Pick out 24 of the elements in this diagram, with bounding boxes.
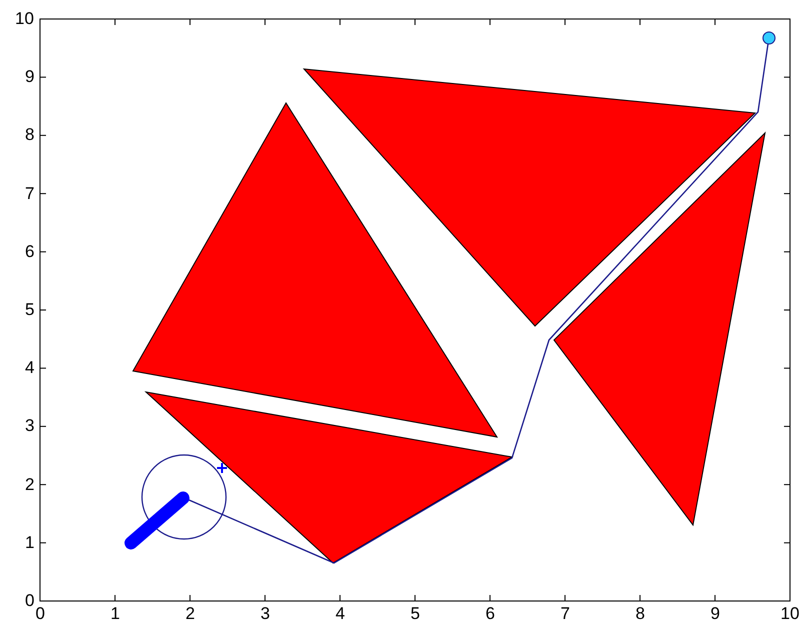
tick-label: 5 — [25, 301, 34, 319]
tick-label: 1 — [25, 534, 34, 552]
tick-label: 2 — [25, 476, 34, 494]
tick-label: 0 — [36, 605, 45, 623]
tick-label: 10 — [780, 605, 800, 623]
tick-label: 4 — [25, 359, 34, 378]
tick-label: 5 — [410, 605, 420, 623]
tick-label: 9 — [710, 605, 720, 623]
tick-label: 9 — [25, 68, 34, 86]
tick-label: 7 — [25, 184, 34, 203]
tick-label: 3 — [260, 605, 270, 623]
tick-label: 1 — [110, 605, 120, 623]
tick-label: 10 — [15, 10, 34, 28]
tick-label: 8 — [25, 126, 34, 144]
tick-label: 4 — [336, 605, 345, 623]
tick-label: 6 — [486, 605, 495, 623]
goal-marker — [762, 32, 776, 44]
tick-label: 7 — [560, 605, 570, 623]
tick-label: 8 — [636, 605, 645, 623]
robot-drawing — [124, 492, 190, 550]
tick-label: 0 — [25, 592, 34, 610]
tick-label: 6 — [25, 242, 34, 261]
tick-label: 2 — [186, 605, 195, 623]
tick-label: 3 — [25, 417, 34, 436]
